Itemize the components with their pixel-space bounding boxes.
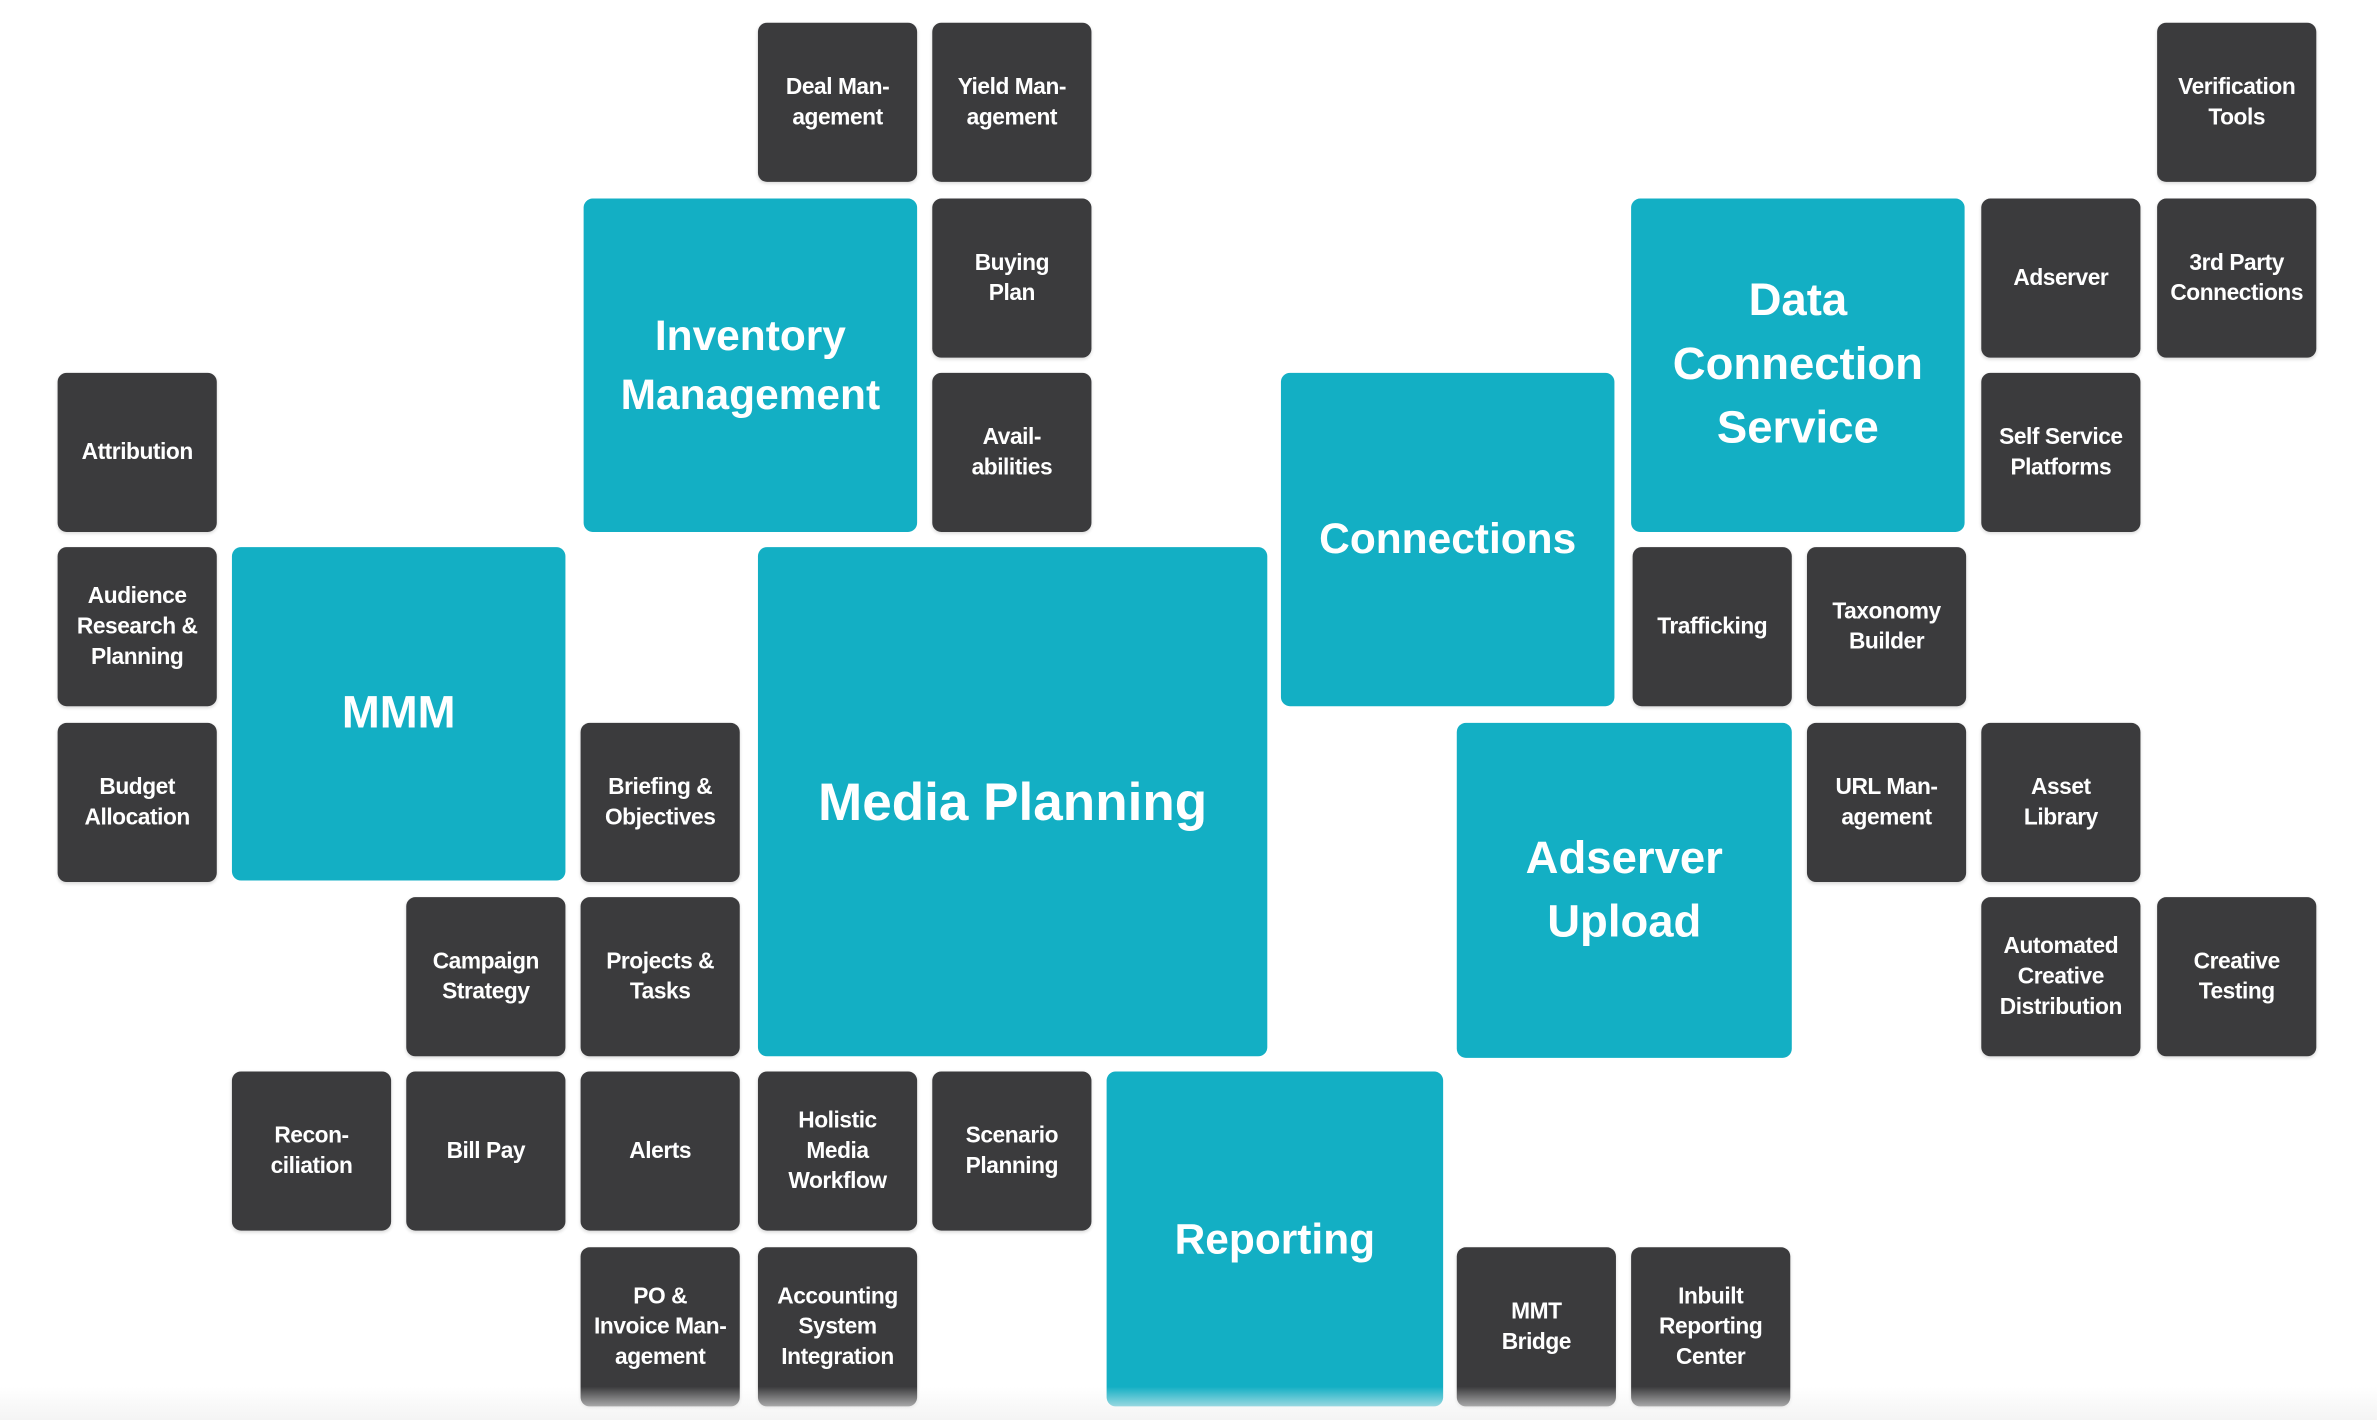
- tile-projects-tasks: Projects & Tasks: [580, 897, 740, 1057]
- tile-scenario-planning: Scenario Planning: [932, 1071, 1092, 1231]
- tile-verification-tools: Verification Tools: [2157, 22, 2317, 182]
- tile-alerts: Alerts: [580, 1071, 740, 1231]
- tile-automated-creative-distribution: Automated Creative Distribution: [1981, 897, 2141, 1057]
- tile-deal-management: Deal Man- agement: [757, 22, 918, 182]
- tile-po-invoice-management: PO & Invoice Man- agement: [580, 1247, 740, 1407]
- tile-mmt-bridge: MMT Bridge: [1456, 1247, 1616, 1407]
- tile-reporting: Reporting: [1106, 1071, 1444, 1407]
- tile-3rd-party-connections: 3rd Party Connections: [2157, 198, 2317, 358]
- tile-briefing-objectives: Briefing & Objectives: [580, 722, 740, 883]
- tile-reconciliation: Recon- ciliation: [231, 1071, 392, 1231]
- tile-trafficking: Trafficking: [1632, 547, 1792, 707]
- tile-campaign-strategy: Campaign Strategy: [406, 897, 566, 1057]
- tile-inbuilt-reporting-center: Inbuilt Reporting Center: [1631, 1247, 1791, 1407]
- tile-mmm: MMM: [231, 547, 566, 881]
- tile-budget-allocation: Budget Allocation: [57, 722, 217, 883]
- tile-availabilities: Avail- abilities: [932, 372, 1092, 532]
- tile-taxonomy-builder: Taxonomy Builder: [1806, 547, 1967, 707]
- tile-adserver-upload: Adserver Upload: [1456, 722, 1792, 1058]
- tile-creative-testing: Creative Testing: [2157, 897, 2317, 1057]
- tile-self-service-platforms: Self Service Platforms: [1981, 372, 2141, 532]
- tile-attribution: Attribution: [57, 372, 217, 532]
- tile-buying-plan: Buying Plan: [932, 198, 1092, 358]
- tile-media-planning: Media Planning: [757, 547, 1268, 1057]
- tile-bill-pay: Bill Pay: [406, 1071, 566, 1231]
- tile-yield-management: Yield Man- agement: [932, 22, 1092, 182]
- tile-data-connection-service: Data Connection Service: [1631, 198, 1965, 532]
- tile-asset-library: Asset Library: [1981, 722, 2141, 883]
- tile-audience-research-planning: Audience Research & Planning: [57, 547, 217, 707]
- tile-url-management: URL Man- agement: [1806, 722, 1967, 883]
- tile-accounting-system-integration: Accounting System Integration: [757, 1247, 918, 1407]
- tile-inventory-management: Inventory Management: [583, 198, 918, 532]
- tile-connections: Connections: [1280, 372, 1615, 707]
- tile-holistic-media-workflow: Holistic Media Workflow: [757, 1071, 918, 1231]
- tile-adserver: Adserver: [1981, 198, 2141, 358]
